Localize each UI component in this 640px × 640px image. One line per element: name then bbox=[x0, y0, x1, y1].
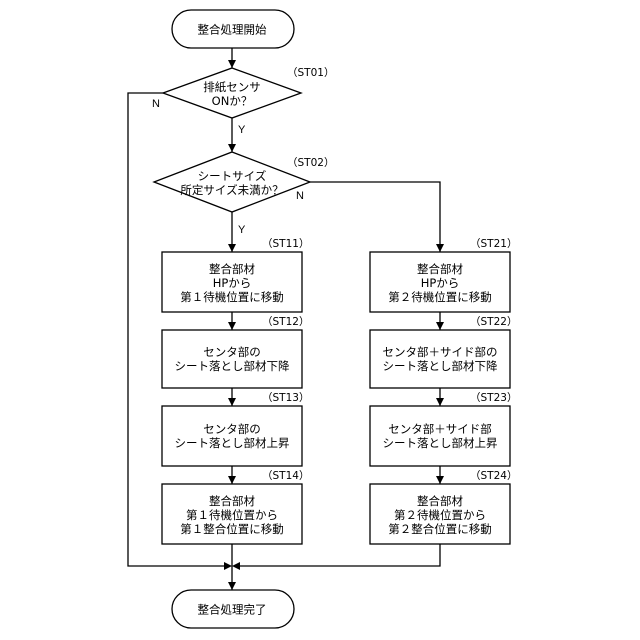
arrow-head bbox=[228, 60, 236, 68]
arrow-head bbox=[228, 476, 236, 484]
no-label-st01: N bbox=[152, 98, 160, 110]
start-label: 整合処理開始 bbox=[198, 23, 267, 37]
process-st24-line-2: 第２待機位置から bbox=[394, 508, 486, 522]
process-st11: 整合部材 HPから 第１待機位置に移動 （ST11） bbox=[162, 238, 309, 312]
process-st12-line-2: シート落とし部材下降 bbox=[175, 359, 290, 373]
step-label-st23: （ST23） bbox=[470, 392, 517, 404]
connector-st24-merge bbox=[240, 544, 440, 566]
step-label-st22: （ST22） bbox=[470, 316, 517, 328]
arrow-head bbox=[232, 562, 240, 570]
arrow-head bbox=[228, 244, 236, 252]
arrow-head bbox=[228, 582, 236, 590]
process-st14-line-2: 第１待機位置から bbox=[186, 508, 278, 522]
process-st22-line-2: シート落とし部材下降 bbox=[383, 359, 498, 373]
arrow-head bbox=[228, 322, 236, 330]
process-st14-line-1: 整合部材 bbox=[209, 494, 255, 508]
step-label-st01: （ST01） bbox=[287, 67, 334, 79]
process-st21-line-1: 整合部材 bbox=[417, 262, 463, 276]
process-st21-line-3: 第２待機位置に移動 bbox=[388, 290, 492, 304]
process-st13: センタ部の シート落とし部材上昇 （ST13） bbox=[162, 392, 309, 466]
decision-st01-line-1: 排紙センサ bbox=[203, 80, 261, 94]
process-st14: 整合部材 第１待機位置から 第１整合位置に移動 （ST14） bbox=[162, 470, 309, 544]
start-terminal: 整合処理開始 bbox=[172, 10, 294, 48]
arrow-head bbox=[228, 144, 236, 152]
process-st14-line-3: 第１整合位置に移動 bbox=[180, 522, 284, 536]
arrow-head bbox=[436, 398, 444, 406]
arrow-head bbox=[436, 244, 444, 252]
step-label-st12: （ST12） bbox=[262, 316, 309, 328]
process-st12-line-1: センタ部の bbox=[203, 345, 261, 359]
arrow-head bbox=[436, 476, 444, 484]
arrow-head bbox=[224, 562, 232, 570]
process-st24-line-3: 第２整合位置に移動 bbox=[388, 522, 492, 536]
yes-label-st01: Y bbox=[238, 124, 246, 136]
step-label-st21: （ST21） bbox=[470, 238, 517, 250]
end-terminal: 整合処理完了 bbox=[172, 590, 294, 628]
process-st23-line-1: センタ部＋サイド部 bbox=[388, 422, 492, 436]
process-st24: 整合部材 第２待機位置から 第２整合位置に移動 （ST24） bbox=[370, 470, 517, 544]
process-st21: 整合部材 HPから 第２待機位置に移動 （ST21） bbox=[370, 238, 517, 312]
arrow-head bbox=[228, 398, 236, 406]
connector-st02-no bbox=[310, 182, 440, 252]
process-st11-line-1: 整合部材 bbox=[209, 262, 255, 276]
step-label-st24: （ST24） bbox=[470, 470, 517, 482]
step-label-st13: （ST13） bbox=[262, 392, 309, 404]
step-label-st14: （ST14） bbox=[262, 470, 309, 482]
process-st21-line-2: HPから bbox=[421, 276, 460, 290]
process-st23: センタ部＋サイド部 シート落とし部材上昇 （ST23） bbox=[370, 392, 517, 466]
no-label-st02: N bbox=[296, 190, 304, 202]
process-st23-line-2: シート落とし部材上昇 bbox=[383, 436, 498, 450]
process-st22: センタ部＋サイド部の シート落とし部材下降 （ST22） bbox=[370, 316, 517, 388]
process-st11-line-3: 第１待機位置に移動 bbox=[180, 290, 284, 304]
process-st22-line-1: センタ部＋サイド部の bbox=[383, 345, 498, 359]
process-st13-line-2: シート落とし部材上昇 bbox=[175, 436, 290, 450]
end-label: 整合処理完了 bbox=[198, 603, 267, 617]
process-st12: センタ部の シート落とし部材下降 （ST12） bbox=[162, 316, 309, 388]
decision-st01: 排紙センサ ONか？ （ST01） bbox=[163, 67, 334, 118]
yes-label-st02: Y bbox=[238, 224, 246, 236]
decision-st02-line-1: シートサイズ bbox=[198, 169, 267, 183]
step-label-st11: （ST11） bbox=[262, 238, 309, 250]
process-st24-line-1: 整合部材 bbox=[417, 494, 463, 508]
decision-st02: シートサイズ 所定サイズ未満か？ （ST02） bbox=[154, 152, 334, 212]
process-st11-line-2: HPから bbox=[213, 276, 252, 290]
decision-st02-line-2: 所定サイズ未満か？ bbox=[180, 183, 283, 197]
arrow-head bbox=[436, 322, 444, 330]
step-label-st02: （ST02） bbox=[287, 157, 334, 169]
process-st13-line-1: センタ部の bbox=[203, 422, 261, 436]
decision-st01-line-2: ONか？ bbox=[212, 94, 253, 108]
